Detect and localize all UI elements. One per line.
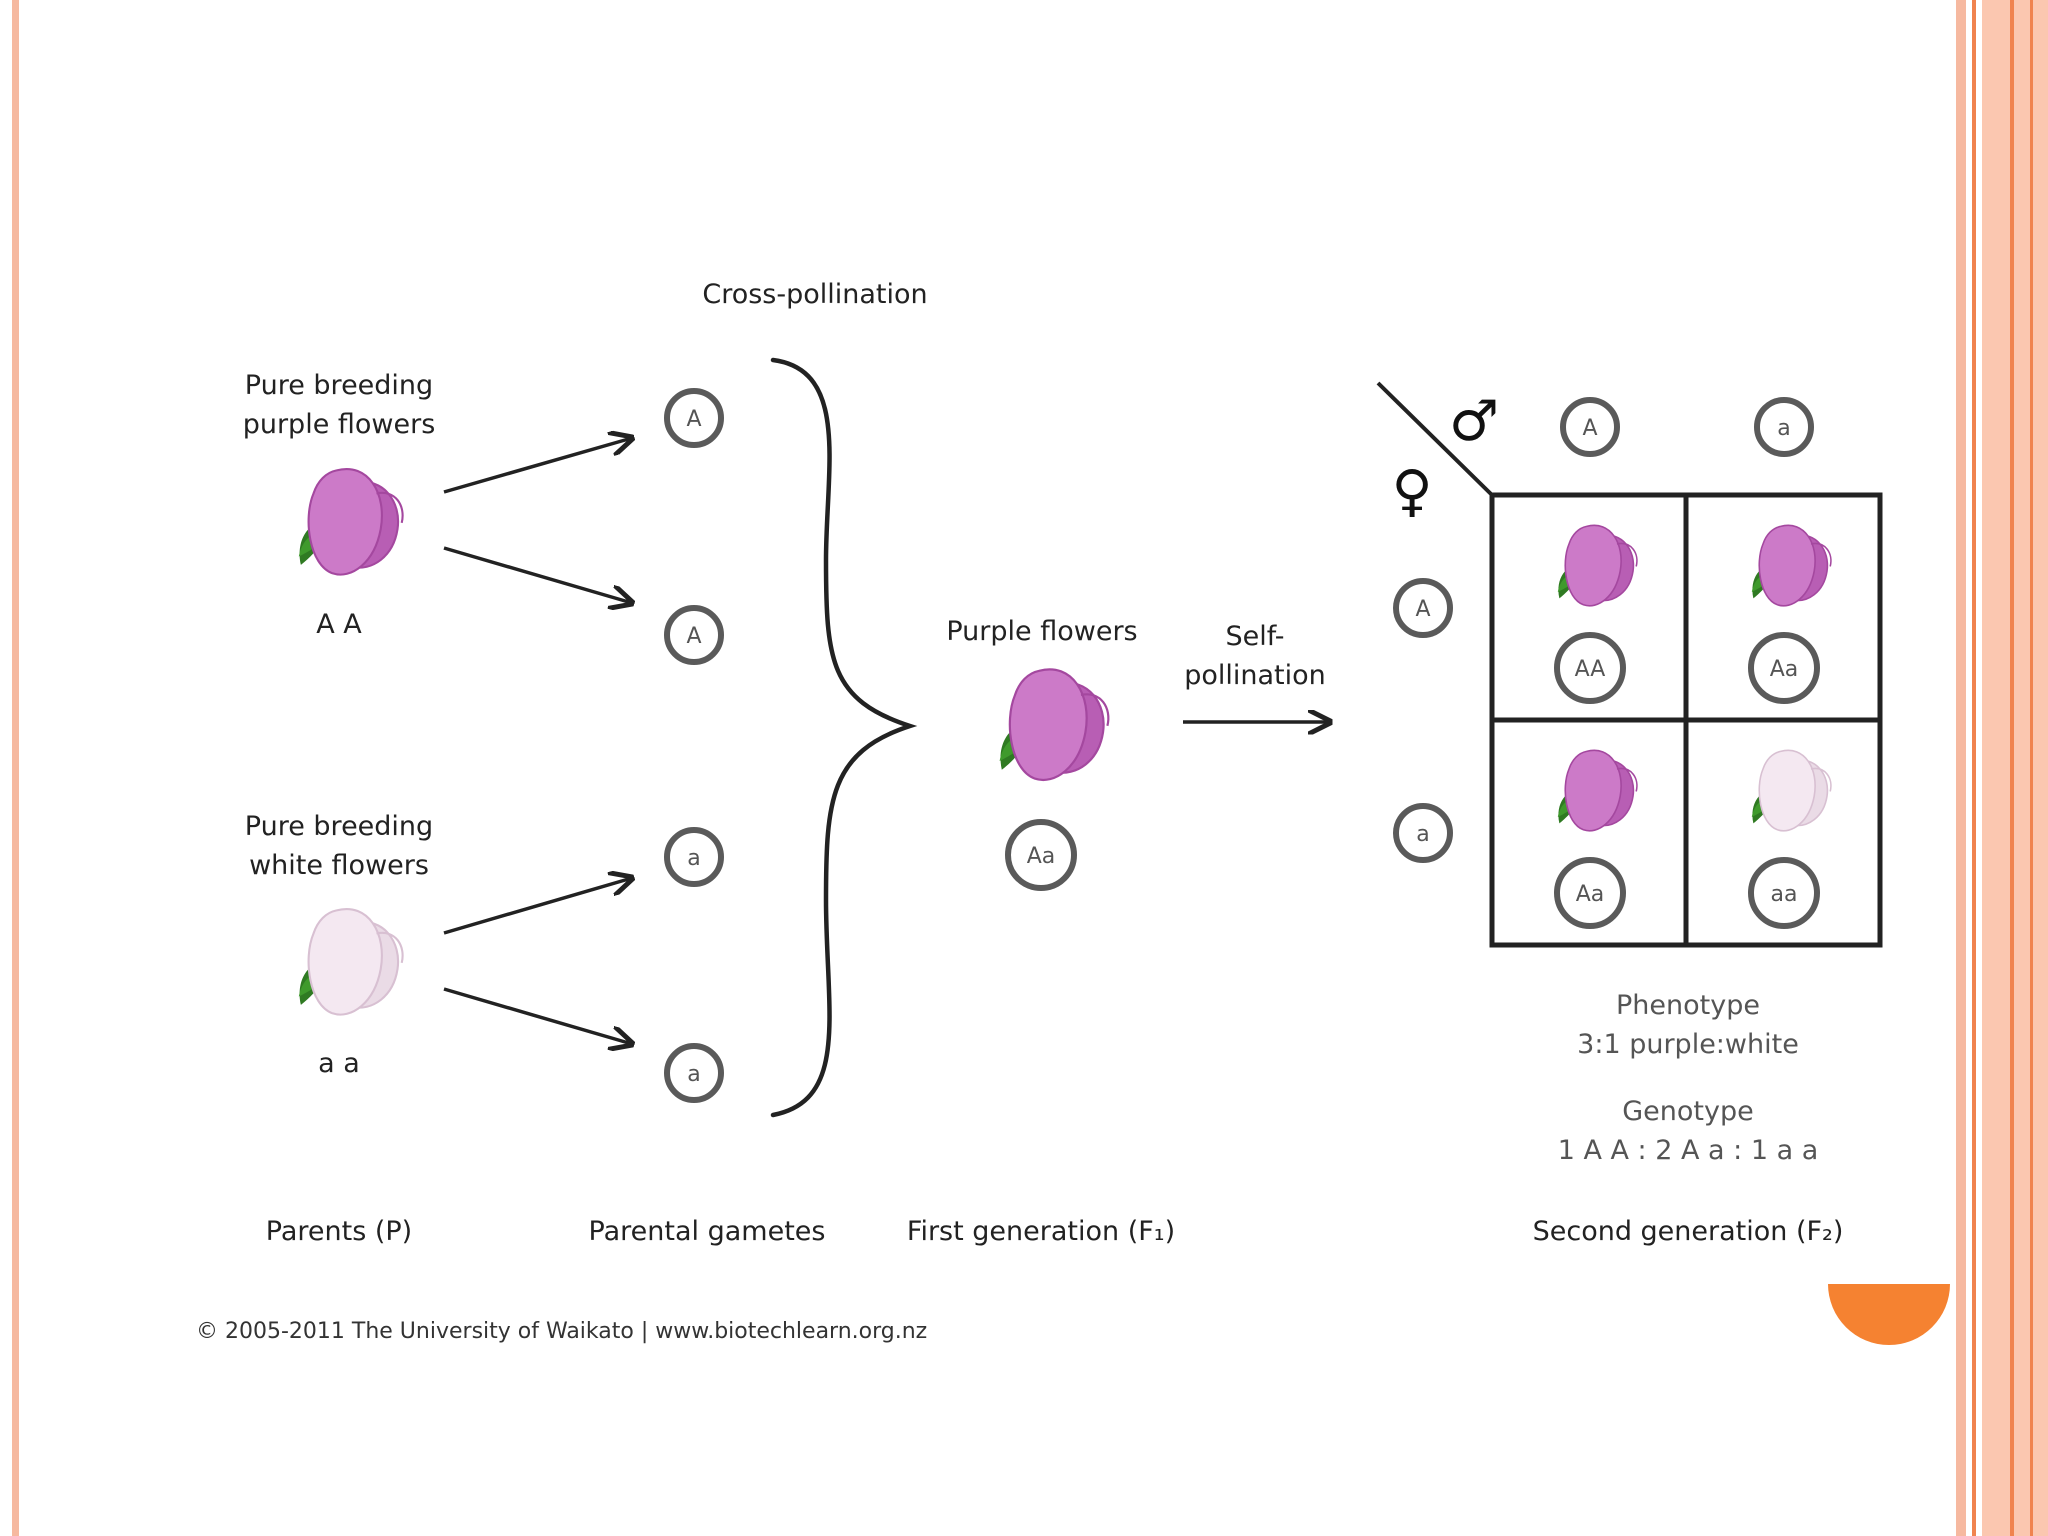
right-border-stripe-line2: [2030, 0, 2033, 1536]
svg-text:A: A: [1415, 597, 1430, 622]
gamete-circle: A: [664, 605, 724, 665]
f1-genotype-circle: Aa: [1005, 819, 1077, 891]
male-gamete-circle: A: [1560, 397, 1620, 457]
gamete-circle: a: [664, 1043, 724, 1103]
svg-text:a: a: [687, 1062, 700, 1087]
male-gamete-circle: a: [1754, 397, 1814, 457]
female-gamete-circle: A: [1393, 578, 1453, 638]
male-symbol-icon: ♂: [1449, 389, 1499, 454]
parent-purple-label-2: purple flowers: [243, 409, 436, 440]
svg-text:A: A: [686, 624, 701, 649]
phenotype-ratio: 3:1 purple:white: [1577, 1029, 1799, 1060]
svg-text:Aa: Aa: [1027, 844, 1056, 869]
cross-pollination-label: Cross-pollination: [702, 279, 927, 310]
right-border-stripe-line: [2010, 0, 2014, 1536]
punnett-cell: Aa: [1748, 524, 1832, 704]
punnett-cell: Aa: [1554, 749, 1638, 929]
female-symbol-icon: ♀: [1391, 459, 1432, 524]
punnett-cell: AA: [1554, 524, 1638, 704]
stage-label-gametes: Parental gametes: [589, 1216, 826, 1247]
self-pollination-label-1: Self-: [1225, 621, 1284, 652]
purple-flower-icon: [1557, 749, 1638, 832]
purple-flower-icon: [1751, 524, 1832, 607]
orange-accent-circle: [1828, 1284, 1950, 1406]
white-flower-icon: [1751, 749, 1832, 832]
svg-text:Aa: Aa: [1576, 882, 1605, 907]
svg-text:a: a: [687, 846, 700, 871]
stage-label-f2: Second generation (F₂): [1533, 1216, 1844, 1247]
parent-white-genotype: a a: [318, 1048, 360, 1079]
arrow-white-gamete-1: [443, 878, 632, 935]
stage-label-f1: First generation (F₁): [907, 1216, 1175, 1247]
copyright-text: © 2005-2011 The University of Waikato | …: [196, 1319, 927, 1344]
parent-white-flower-icon: [297, 907, 404, 1016]
svg-text:a: a: [1416, 822, 1429, 847]
svg-text:A: A: [686, 407, 701, 432]
arrow-white-gamete-2: [443, 987, 632, 1044]
gamete-circle: a: [664, 827, 724, 887]
arrow-purple-gamete-1: [443, 438, 632, 494]
phenotype-title: Phenotype: [1616, 990, 1760, 1021]
right-border-stripe-wide: [1982, 0, 2048, 1536]
f1-label: Purple flowers: [946, 616, 1137, 647]
svg-text:AA: AA: [1575, 657, 1606, 682]
f1-purple-flower-icon: [998, 668, 1110, 782]
parent-purple-genotype: A A: [316, 609, 362, 640]
right-border-stripe-thin: [1972, 0, 1976, 1536]
punnett-diagonal: [1376, 381, 1494, 497]
gamete-circle: A: [664, 388, 724, 448]
genotype-ratio: 1 A A : 2 A a : 1 a a: [1558, 1135, 1819, 1166]
arrow-purple-gamete-2: [443, 546, 632, 603]
svg-text:Aa: Aa: [1770, 657, 1799, 682]
punnett-cell: aa: [1748, 749, 1832, 929]
female-gamete-circle: a: [1393, 803, 1453, 863]
genotype-title: Genotype: [1622, 1096, 1753, 1127]
right-border-stripe-inner: [1956, 0, 1966, 1536]
parent-white-label-1: Pure breeding: [245, 811, 433, 842]
stage-label-parents: Parents (P): [266, 1216, 412, 1247]
purple-flower-icon: [1557, 524, 1638, 607]
svg-text:A: A: [1582, 416, 1597, 441]
svg-text:aa: aa: [1771, 882, 1798, 907]
left-border-stripe: [12, 0, 19, 1536]
cross-brace: [770, 357, 918, 1118]
parent-white-label-2: white flowers: [249, 850, 429, 881]
self-pollination-label-2: pollination: [1184, 660, 1326, 691]
parent-purple-label-1: Pure breeding: [245, 370, 433, 401]
parent-purple-flower-icon: [297, 467, 404, 576]
svg-text:a: a: [1777, 416, 1790, 441]
